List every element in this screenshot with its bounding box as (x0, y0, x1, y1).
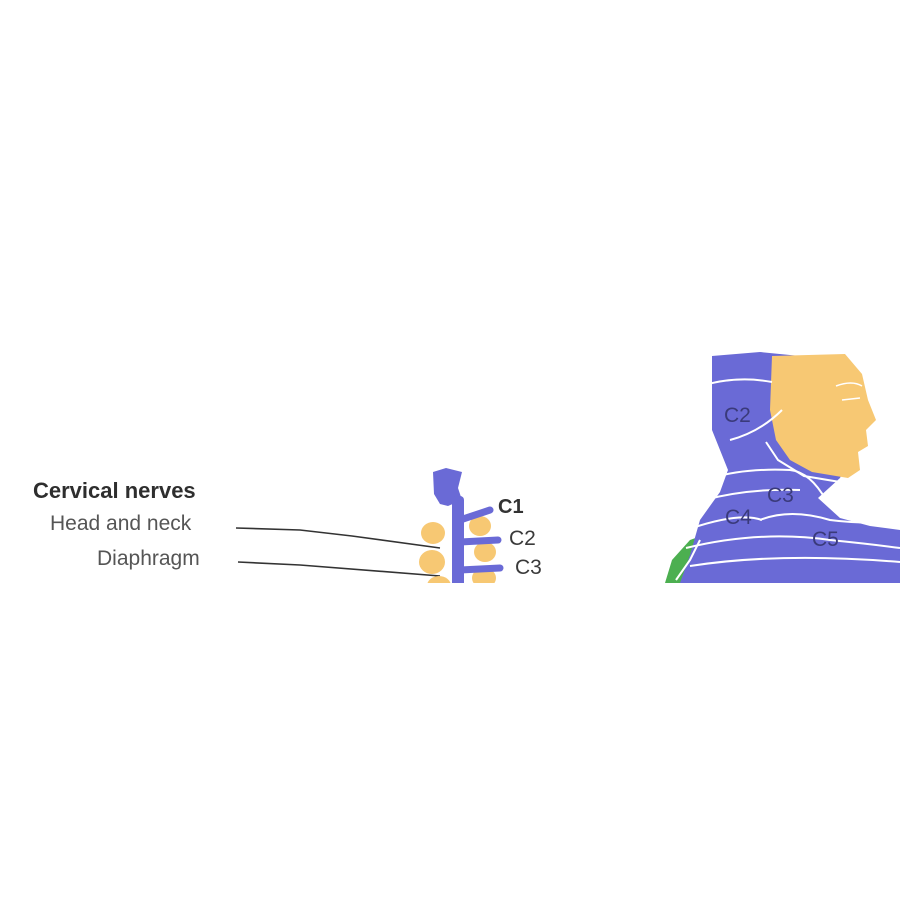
spine-label-c1: C1 (498, 496, 524, 518)
dermatome-boundary (711, 468, 827, 501)
head-and-neck-label: Head and neck (50, 512, 192, 535)
dermatome-boundary (703, 488, 801, 501)
dermatome-figure (665, 352, 900, 583)
cervical-nerves-heading: Cervical nerves (33, 478, 196, 503)
dermatome-boundary (707, 378, 773, 385)
dermatome-boundary (729, 409, 783, 441)
diaphragm-leader-line (237, 561, 441, 577)
spine-label-c2: C2 (509, 527, 536, 550)
vertebra (474, 542, 496, 562)
vertebra (421, 522, 445, 544)
spinal-column (419, 468, 504, 583)
dermatome-boundary (685, 535, 900, 549)
vertebra (469, 516, 491, 536)
face (770, 354, 876, 478)
dermatome-boundary (765, 441, 841, 483)
vertebra (427, 576, 451, 583)
dermatome-boundary (675, 539, 701, 581)
dermatome-label-c5: C5 (812, 528, 839, 551)
diaphragm-label: Diaphragm (97, 547, 200, 570)
dermatome-boundary (691, 516, 763, 529)
dermatome-boundary (759, 513, 900, 524)
dermatome-label-c2: C2 (724, 404, 751, 427)
face-outline-detail (835, 382, 863, 401)
dermatome-boundary (689, 556, 900, 567)
nerve-root-c3 (456, 564, 504, 574)
spine-label-c3: C3 (515, 556, 542, 579)
dermatome-label-c3: C3 (767, 484, 794, 507)
vertebra (419, 550, 445, 574)
head-and-neck-leader-line (235, 527, 441, 549)
dermatome-label-c4: C4 (725, 506, 752, 529)
nerve-root-c2 (456, 536, 502, 546)
nerve-root-c1 (456, 506, 494, 524)
